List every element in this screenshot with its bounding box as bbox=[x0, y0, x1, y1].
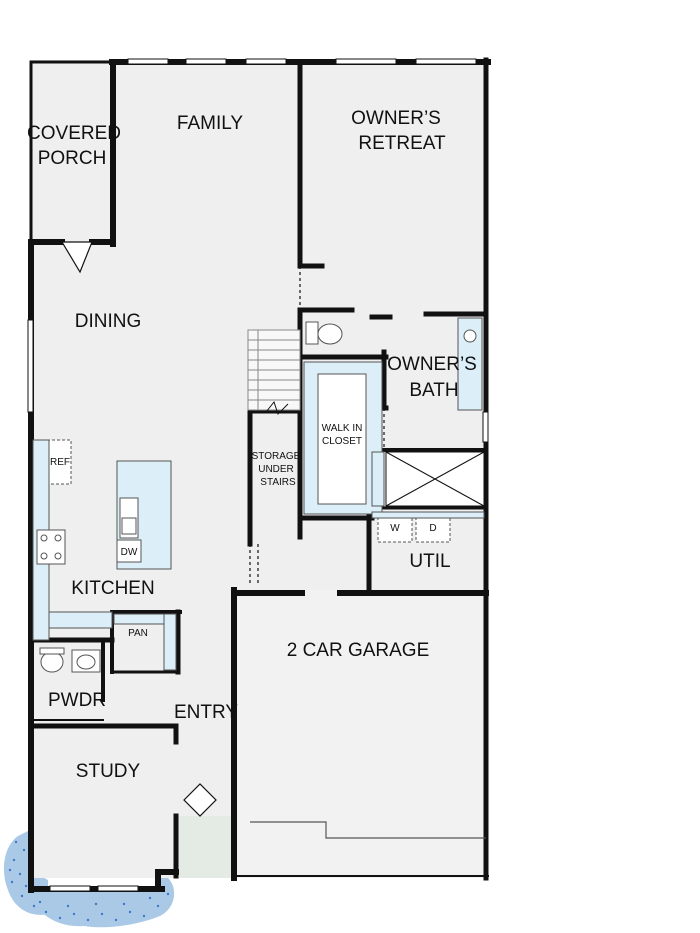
label-kitchen: KITCHEN bbox=[71, 578, 154, 599]
powder-toilet bbox=[40, 651, 64, 673]
fixtures bbox=[32, 317, 485, 673]
label-washer: W bbox=[390, 523, 400, 534]
front-door bbox=[183, 783, 217, 817]
label-study: STUDY bbox=[76, 761, 141, 782]
label-powder: PWDR bbox=[48, 690, 106, 711]
shrub-bottom bbox=[30, 878, 175, 928]
label-ref: REF bbox=[50, 457, 70, 468]
label-owners-bath-2: BATH bbox=[409, 380, 458, 401]
label-util: UTIL bbox=[409, 551, 450, 572]
porch-door bbox=[60, 241, 93, 274]
label-entry: ENTRY bbox=[174, 702, 238, 723]
landscaping bbox=[3, 830, 175, 928]
range bbox=[36, 529, 66, 565]
windows bbox=[27, 58, 489, 892]
label-owners-bath-1: OWNER’S bbox=[387, 354, 477, 375]
label-owners-retreat-2: RETREAT bbox=[358, 133, 446, 154]
label-owners-retreat-1: OWNER’S bbox=[351, 108, 441, 129]
label-family: FAMILY bbox=[177, 113, 243, 134]
label-covered-porch-1: COVERED bbox=[27, 123, 121, 144]
stairs bbox=[247, 329, 301, 415]
doors bbox=[60, 241, 486, 839]
label-storage-1: STORAGE bbox=[252, 451, 301, 462]
label-pantry: PAN bbox=[128, 628, 148, 639]
label-dining: DINING bbox=[75, 311, 142, 332]
label-dw: DW bbox=[121, 547, 138, 558]
label-walk-in-1: WALK IN bbox=[322, 423, 363, 434]
shrub-dots bbox=[8, 840, 170, 922]
dishwasher bbox=[116, 539, 142, 563]
room-labels: COVERED PORCH FAMILY OWNER’S RETREAT DIN… bbox=[27, 108, 477, 782]
label-storage-3: STAIRS bbox=[260, 477, 296, 488]
label-walk-in-2: CLOSET bbox=[322, 436, 362, 447]
label-garage: 2 CAR GARAGE bbox=[287, 640, 430, 661]
label-storage-2: UNDER bbox=[258, 464, 294, 475]
label-covered-porch-2: PORCH bbox=[38, 148, 107, 169]
owner-toilet bbox=[317, 323, 343, 345]
label-dryer: D bbox=[429, 523, 436, 534]
